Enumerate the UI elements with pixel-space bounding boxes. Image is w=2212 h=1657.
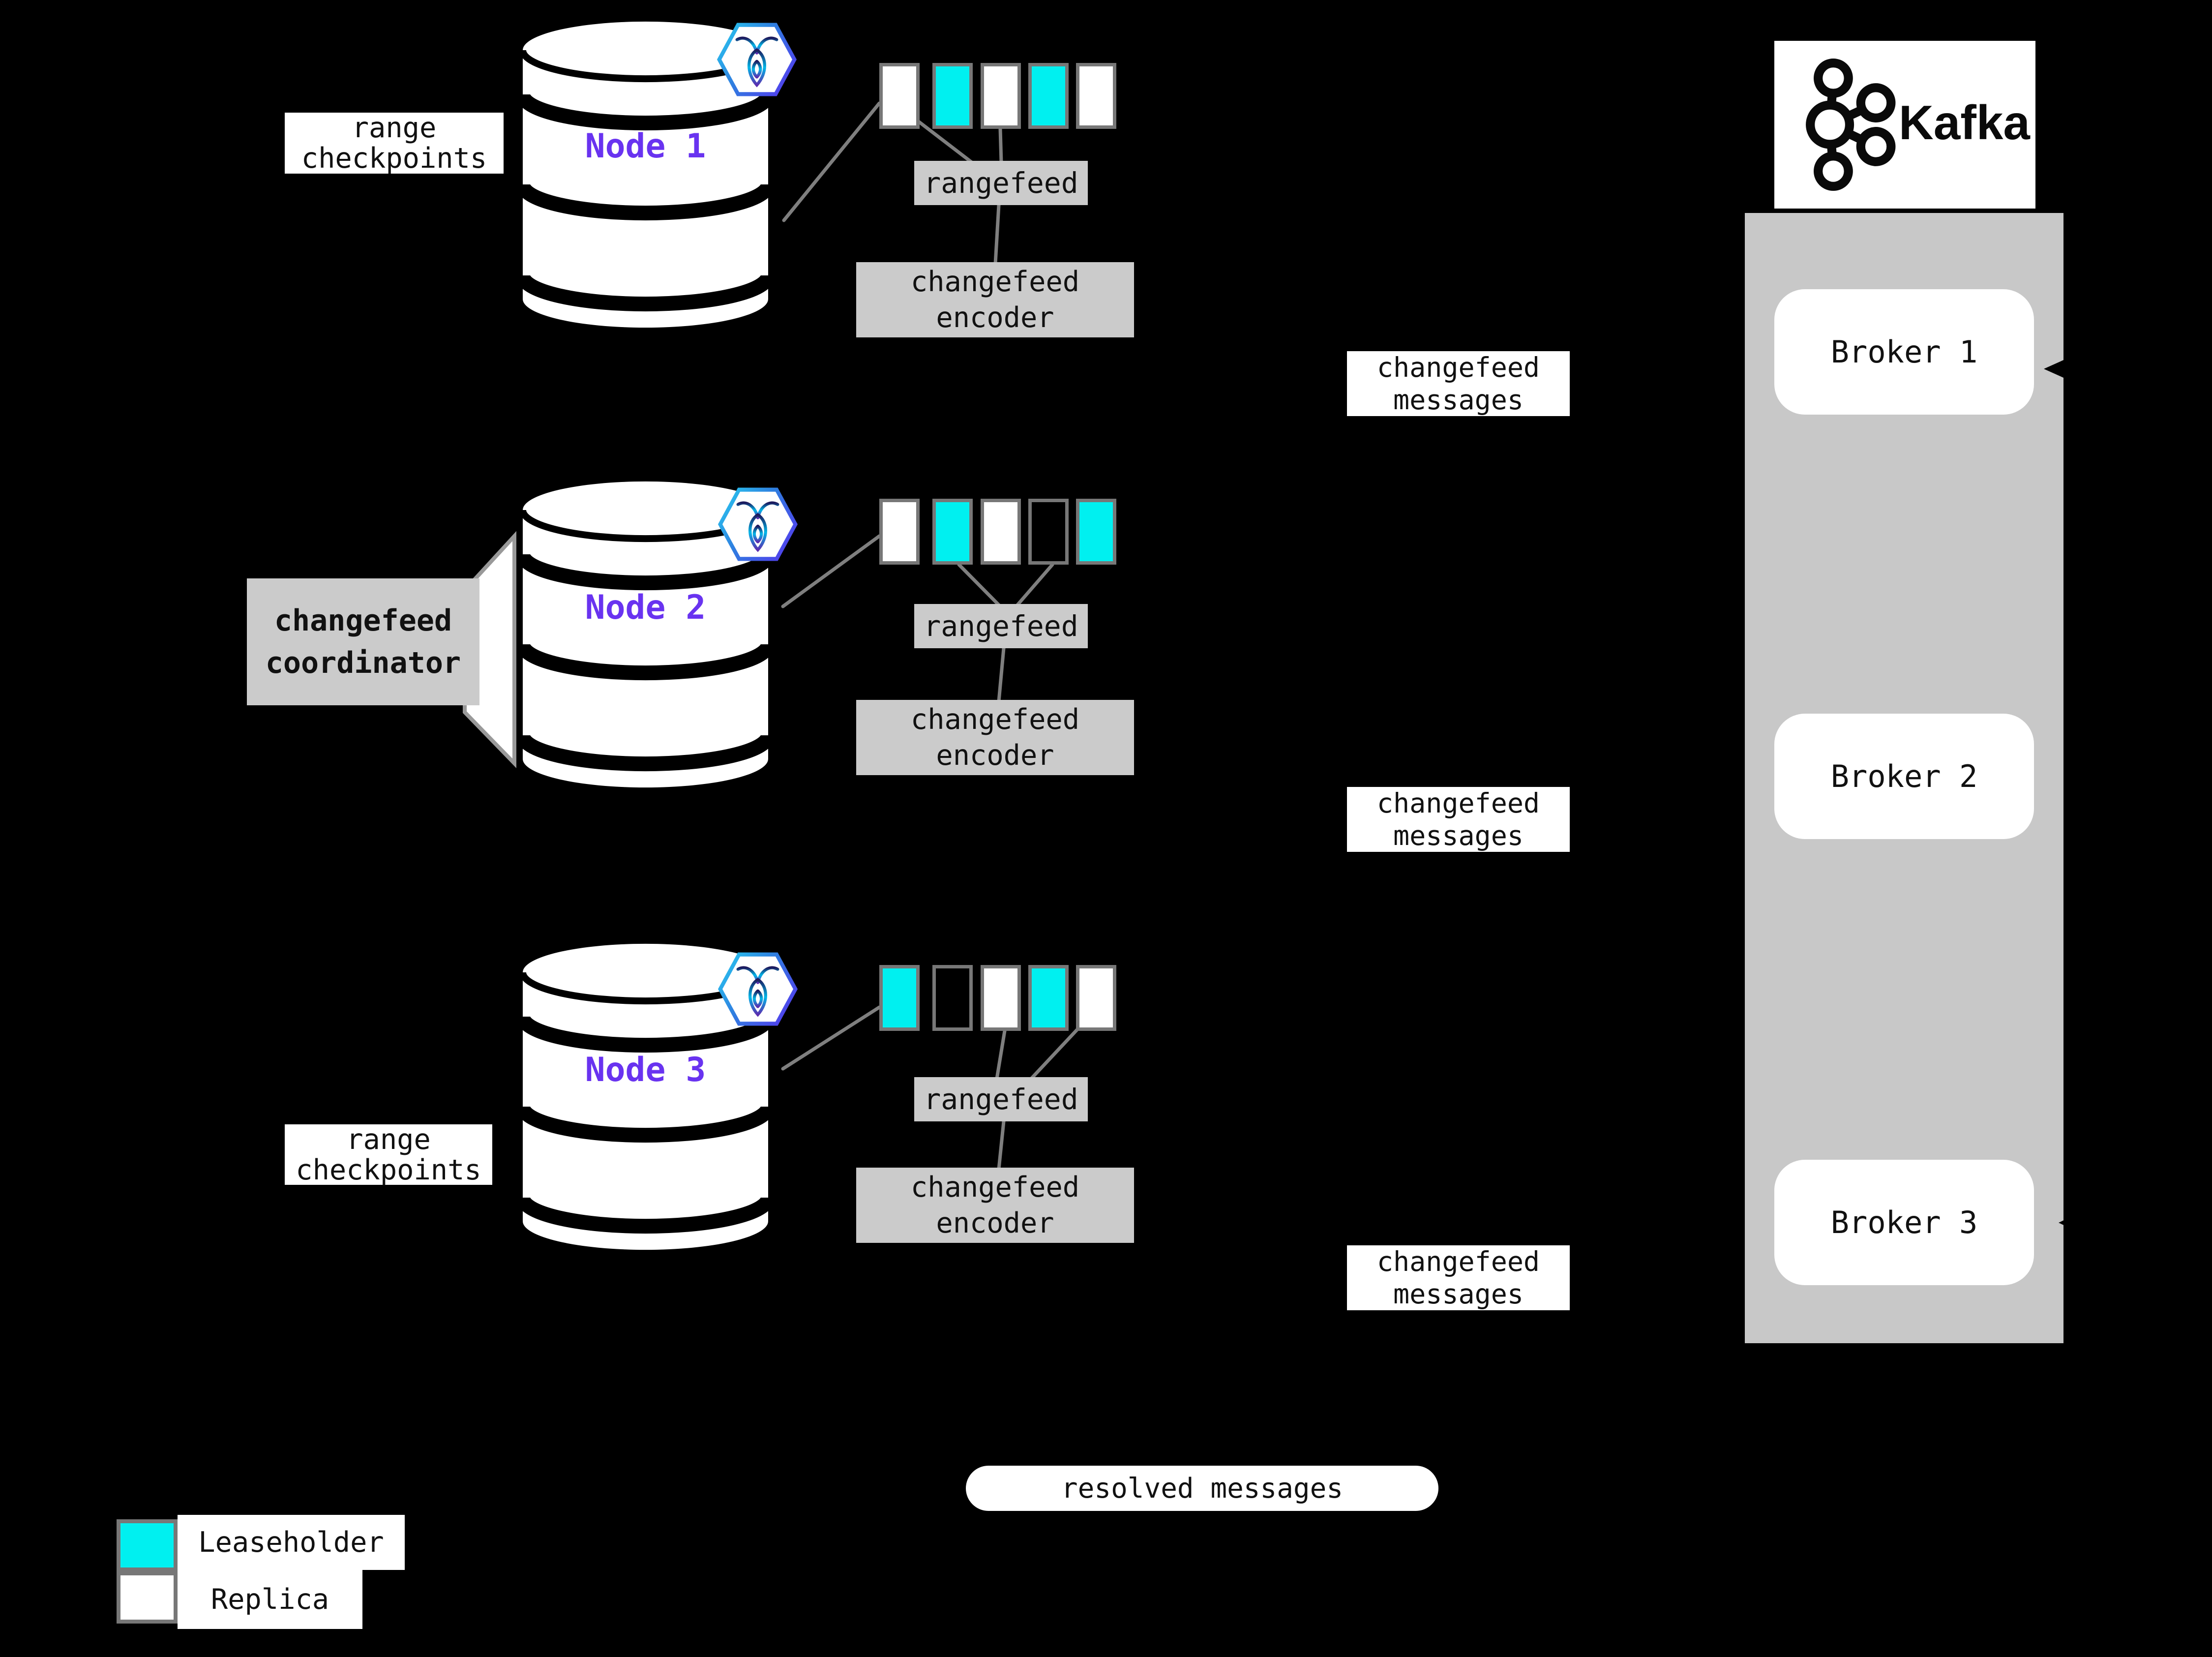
range-square: [981, 499, 1021, 565]
coordinator-label-line: changefeed: [274, 603, 452, 638]
range-square: [932, 63, 973, 129]
range-square: [932, 965, 973, 1031]
line-range1-to-rangefeed1: [911, 115, 974, 164]
rangefeed-box-node1: rangefeed: [914, 161, 1088, 205]
label-line: checkpoints: [296, 1153, 481, 1186]
cockroach-glyph-icon: [736, 501, 779, 552]
messages-label-line: changefeed: [1376, 352, 1540, 383]
range-checkpoints-label-node3: range checkpoints: [285, 1124, 492, 1185]
range-square: [879, 499, 920, 565]
line-range2-to-rangefeed2: [957, 563, 1001, 607]
encoder-label-line: encoder: [936, 1206, 1054, 1239]
line-rangefeed2-to-encoder2: [997, 646, 1006, 703]
line-node3-to-ranges: [781, 1005, 881, 1071]
line-range5-to-rangefeed3: [1029, 1022, 1084, 1081]
rangefeed-label: rangefeed: [924, 609, 1078, 643]
range-square: [1028, 965, 1069, 1031]
broker-box: Broker 3: [1774, 1160, 2034, 1285]
kafka-wordmark: Kafka: [1899, 95, 2030, 150]
range-square: [879, 965, 920, 1031]
range-square: [1028, 499, 1069, 565]
legend-leaseholder-label: Leaseholder: [178, 1515, 405, 1570]
line-node2-to-ranges: [781, 534, 881, 608]
coordinator-label-line: coordinator: [265, 646, 461, 680]
changefeed-encoder-box-node2: changefeed encoder: [856, 700, 1134, 775]
messages-label-line: changefeed: [1376, 787, 1540, 819]
changefeed-encoder-box-node1: changefeed encoder: [856, 262, 1134, 337]
line-rangefeed3-to-encoder3: [997, 1119, 1006, 1171]
node1-name: Node 1: [585, 127, 706, 166]
kafka-cluster-container: Broker 1 Broker 2 Broker 3: [1745, 213, 2063, 1343]
cockroachdb-badge-icon: [718, 484, 798, 564]
cockroachdb-badge-icon: [718, 949, 798, 1029]
range-square: [981, 965, 1021, 1031]
cockroachdb-badge-icon: [717, 20, 797, 99]
resolved-messages-pill: resolved messages: [966, 1466, 1438, 1511]
range-square: [1028, 63, 1069, 129]
label-line: range: [346, 1123, 431, 1156]
range-square: [1076, 63, 1116, 129]
changefeed-messages-label-node2: changefeed messages: [1347, 787, 1570, 852]
range-checkpoints-label-node1: range checkpoints: [285, 113, 504, 174]
legend-replica-label: Replica: [178, 1570, 362, 1629]
encoder-label-line: changefeed: [910, 265, 1080, 298]
legend-replica-swatch: [117, 1571, 178, 1624]
messages-label-line: changefeed: [1376, 1246, 1540, 1277]
line-range3-to-rangefeed3: [995, 1029, 1007, 1081]
label-line: range: [352, 112, 437, 144]
rangefeed-label: rangefeed: [924, 1083, 1078, 1116]
range-square: [981, 63, 1021, 129]
range-square: [1076, 965, 1116, 1031]
line-range3-to-rangefeed1: [998, 127, 1003, 164]
changefeed-encoder-box-node3: changefeed encoder: [856, 1168, 1134, 1243]
line-range4-to-rangefeed2: [1015, 563, 1054, 607]
legend-leaseholder-swatch: [117, 1519, 178, 1571]
broker-box: Broker 2: [1774, 714, 2034, 839]
encoder-label-line: encoder: [936, 301, 1054, 334]
line-rangefeed1-to-encoder1: [993, 203, 1001, 266]
messages-label-line: messages: [1393, 384, 1524, 416]
node2-name: Node 2: [585, 588, 706, 627]
encoder-label-line: changefeed: [910, 1171, 1080, 1204]
kafka-logo: Kafka: [1774, 41, 2035, 209]
line-node1-to-ranges: [782, 101, 881, 222]
rangefeed-box-node2: rangefeed: [914, 604, 1088, 648]
changefeed-messages-label-node1: changefeed messages: [1347, 351, 1570, 416]
changefeed-coordinator-label: changefeed coordinator: [247, 578, 479, 705]
range-square: [1076, 499, 1116, 565]
cockroach-glyph-icon: [736, 966, 779, 1017]
messages-label-line: messages: [1393, 1278, 1524, 1310]
messages-label-line: messages: [1393, 820, 1524, 851]
kafka-mark-icon: [1806, 58, 1896, 191]
label-line: checkpoints: [301, 142, 487, 175]
node3-name: Node 3: [585, 1051, 706, 1089]
changefeed-messages-label-node3: changefeed messages: [1347, 1245, 1570, 1310]
range-square: [932, 499, 973, 565]
encoder-label-line: encoder: [936, 739, 1054, 772]
rangefeed-box-node3: rangefeed: [914, 1077, 1088, 1121]
rangefeed-label: rangefeed: [924, 166, 1078, 200]
broker-box: Broker 1: [1774, 289, 2034, 415]
node3-database-cylinder: [519, 943, 772, 1250]
encoder-label-line: changefeed: [910, 703, 1080, 736]
cockroach-glyph-icon: [735, 36, 778, 88]
range-square: [879, 63, 920, 129]
